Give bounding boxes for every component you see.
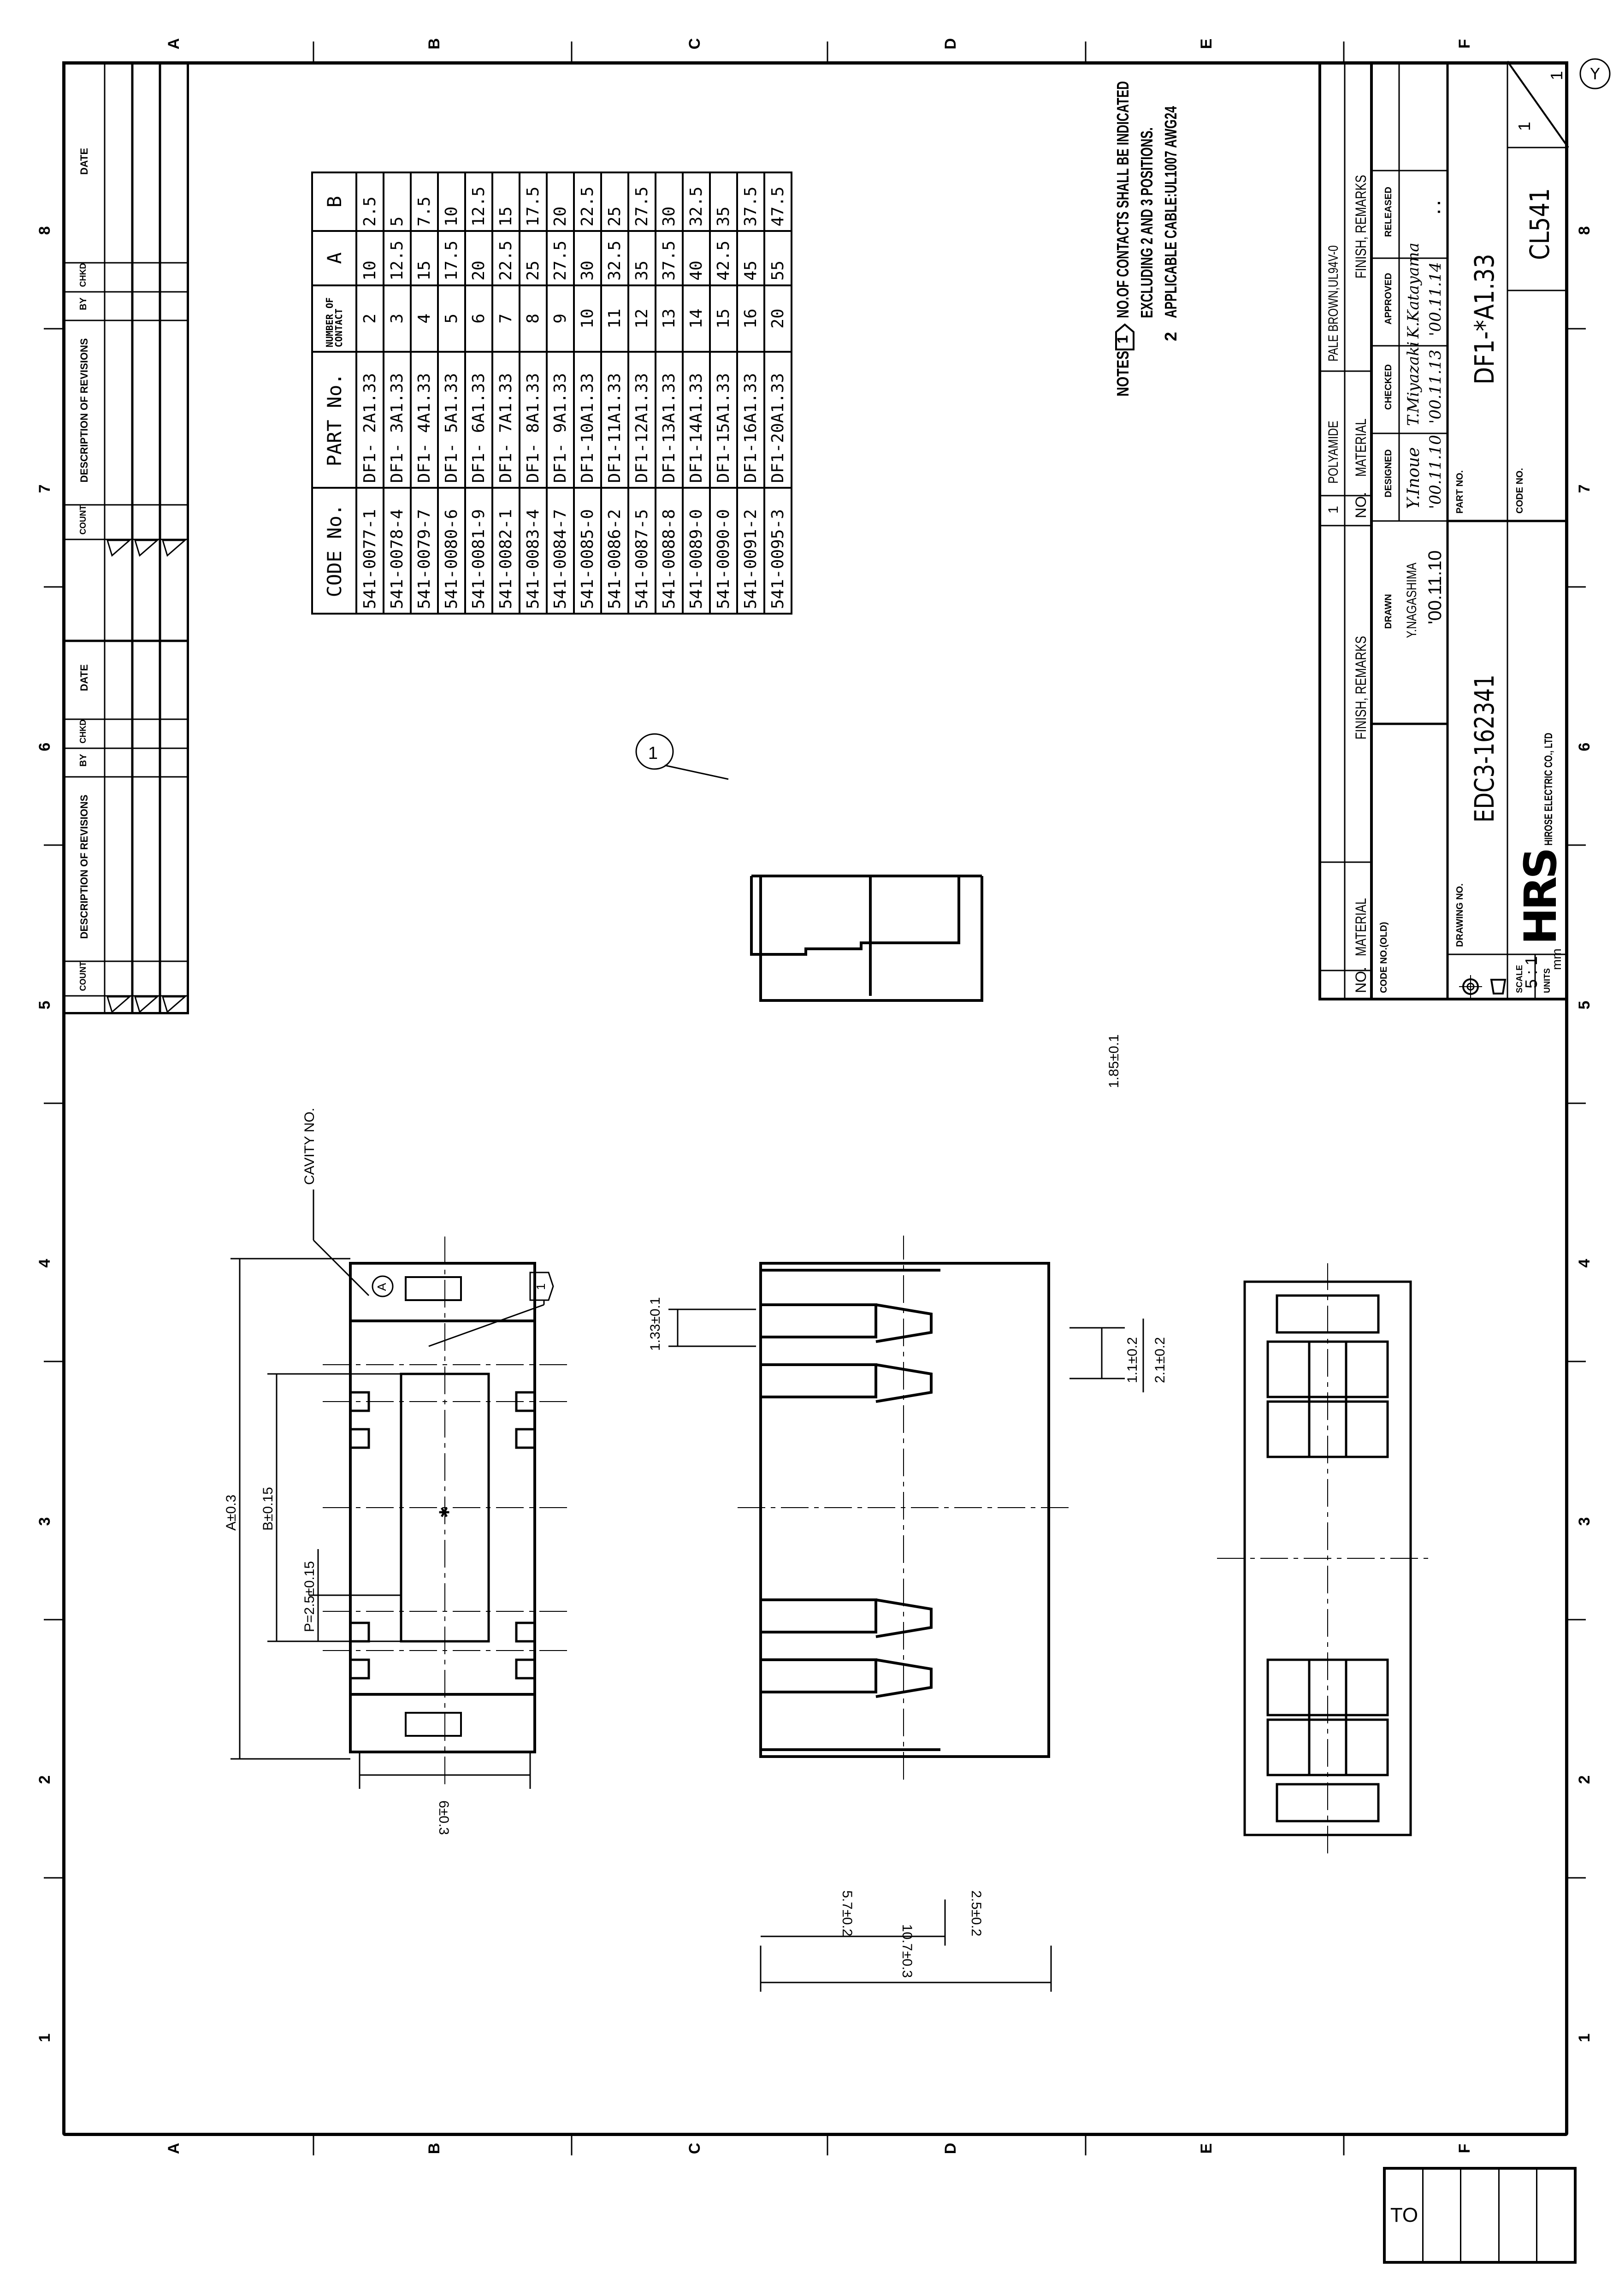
hdr-material: MATERIAL bbox=[1353, 898, 1369, 956]
code-no-label: CODE NO. bbox=[1515, 468, 1525, 514]
released-label: RELEASED bbox=[1383, 187, 1394, 237]
code-no-old-label: CODE NO.(OLD) bbox=[1379, 922, 1389, 993]
note-flag-icon bbox=[529, 1272, 554, 1301]
drawn-label: DRAWN bbox=[1383, 594, 1394, 629]
hdr-finish: FINISH, REMARKS bbox=[1353, 636, 1369, 740]
item-balloon bbox=[635, 733, 729, 780]
sheet-number: 1 bbox=[1515, 121, 1534, 131]
hdr-material: MATERIAL bbox=[1353, 418, 1369, 477]
designed-date: '00.11.10 bbox=[1426, 435, 1445, 509]
revision-block: COUNT DESCRIPTION OF REVISIONS BY CHKD D… bbox=[62, 61, 189, 1014]
drawing-no-label: DRAWING NO. bbox=[1455, 883, 1465, 947]
to-cell bbox=[1424, 2170, 1462, 2261]
drawing-no: EDC3-162341 bbox=[1469, 675, 1500, 823]
code-no: CL541 bbox=[1524, 188, 1555, 260]
designed-signature: Y.Inoue bbox=[1404, 447, 1423, 509]
drawn-date: '00.11.10 bbox=[1425, 550, 1445, 624]
to-cell bbox=[1499, 2170, 1537, 2261]
part-no-label: PART NO. bbox=[1455, 470, 1465, 514]
note-flag-icon bbox=[1115, 323, 1134, 350]
checked-date: '00.11.13 bbox=[1426, 349, 1445, 424]
company-logo: HRS bbox=[1515, 850, 1566, 945]
hdr-no: NO. bbox=[1353, 492, 1369, 518]
hdr-finish: FINISH, REMARKS bbox=[1353, 175, 1369, 278]
revision-circle-icon: Y bbox=[1579, 58, 1611, 89]
scale-value: 5 : 1 bbox=[1522, 956, 1541, 988]
to-cell bbox=[1537, 2170, 1574, 2261]
checked-label: CHECKED bbox=[1383, 364, 1394, 410]
released-date: . . bbox=[1426, 201, 1444, 214]
approved-signature: K.Katayama bbox=[1404, 243, 1423, 338]
company-name: HIROSE ELECTRIC CO., LTD bbox=[1542, 733, 1555, 846]
hdr-no: NO. bbox=[1353, 967, 1369, 993]
material-row-finish: PALE BROWN,UL94V-0 bbox=[1326, 245, 1341, 361]
to-label: TO bbox=[1386, 2170, 1424, 2261]
checked-signature: T.Miyazaki bbox=[1404, 341, 1423, 426]
to-cell bbox=[1461, 2170, 1500, 2261]
drawn-name: Y.NAGASHIMA bbox=[1404, 562, 1419, 638]
units-value: mm bbox=[1549, 948, 1564, 970]
approved-label: APPROVED bbox=[1383, 272, 1394, 325]
material-row-material: POLYAMIDE bbox=[1326, 420, 1341, 484]
units-label: UNITS bbox=[1542, 968, 1552, 993]
svg-text:Y: Y bbox=[1590, 65, 1600, 83]
side-view bbox=[750, 875, 960, 956]
part-no: DF1-*A1.33 bbox=[1469, 254, 1500, 385]
material-row-no: 1 bbox=[1326, 506, 1341, 514]
to-box: TO bbox=[1383, 2167, 1577, 2264]
revision-grid bbox=[62, 61, 189, 1014]
notes-section: NOTES 1 NO.OF CONTACTS SHALL BE INDICATE… bbox=[1113, 74, 1182, 396]
approved-date: '00.11.14 bbox=[1426, 262, 1445, 336]
designed-label: DESIGNED bbox=[1383, 449, 1394, 497]
sheet-total: 1 bbox=[1547, 71, 1566, 80]
title-block-grid bbox=[1318, 60, 1569, 1000]
svg-text:✱: ✱ bbox=[437, 1506, 453, 1518]
title-block: 1 POLYAMIDE PALE BROWN,UL94V-0 NO. MATER… bbox=[1318, 60, 1569, 1000]
